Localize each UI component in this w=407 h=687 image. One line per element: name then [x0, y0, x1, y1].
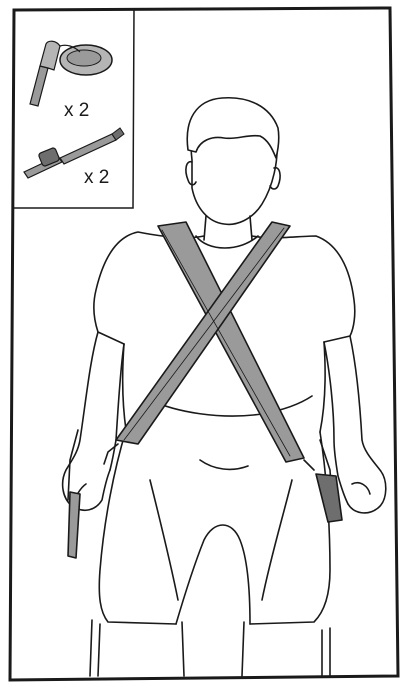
- seated-person-with-cross-chest-harness-icon: [63, 98, 386, 676]
- padded-shoulder-strap-icon: [30, 41, 112, 106]
- parts-inset: x 2 x 2: [13, 9, 134, 208]
- head: [186, 98, 280, 225]
- wheelchair-frame: [68, 430, 332, 676]
- cross-chest-harness: [68, 222, 342, 558]
- strap-quantity-label-2: x 2: [84, 167, 109, 188]
- left-arm: [63, 332, 124, 510]
- strap-quantity-label-1: x 2: [64, 100, 89, 121]
